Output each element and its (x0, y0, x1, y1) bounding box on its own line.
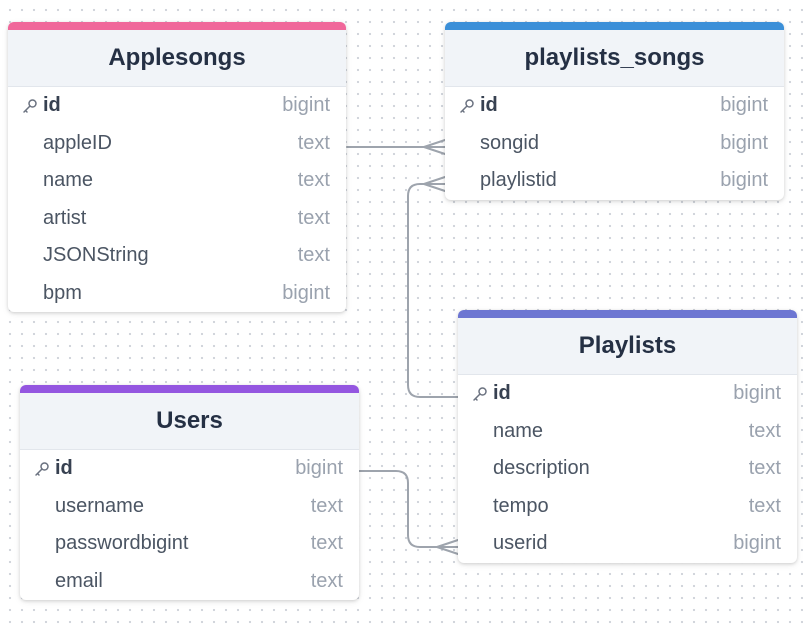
field-row-jsonstring[interactable]: JSONString text (8, 237, 346, 275)
field-type: text (748, 494, 781, 517)
field-name: id (55, 457, 73, 480)
field-type: bigint (720, 169, 768, 192)
field-type: text (297, 244, 330, 267)
field-name: songid (480, 131, 539, 154)
field-type: bigint (733, 382, 781, 405)
table-title[interactable]: Playlists (458, 318, 797, 375)
field-name: email (55, 569, 103, 592)
table-fields: id bigint songid bigint playlistid bigint (445, 87, 784, 200)
field-row-playlistid[interactable]: playlistid bigint (445, 162, 784, 200)
connector-playlists-to-playlists-songs[interactable] (407, 183, 459, 398)
table-color-bar (20, 385, 359, 393)
field-type: bigint (295, 457, 343, 480)
table-color-bar (458, 310, 797, 318)
table-color-bar (8, 22, 346, 30)
field-name: playlistid (480, 169, 557, 192)
table-playlists[interactable]: Playlists id bigint name text description tex… (458, 310, 797, 563)
field-row-id[interactable]: id bigint (20, 450, 359, 488)
field-type: bigint (720, 94, 768, 117)
field-type: text (297, 169, 330, 192)
key-icon (458, 386, 492, 402)
field-row-passwordbigint[interactable]: passwordbigint text (20, 525, 359, 563)
field-type: bigint (720, 131, 768, 154)
key-icon (445, 98, 479, 114)
field-row-artist[interactable]: artist text (8, 200, 346, 238)
field-type: text (310, 494, 343, 517)
table-title[interactable]: Applesongs (8, 30, 346, 87)
field-name: artist (43, 206, 87, 229)
field-name: userid (493, 532, 548, 555)
key-icon (20, 461, 54, 477)
field-row-email[interactable]: email text (20, 563, 359, 601)
table-fields: id bigint name text description text tempo text… (458, 375, 797, 563)
field-type: bigint (733, 532, 781, 555)
field-row-tempo[interactable]: tempo text (458, 488, 797, 526)
table-title[interactable]: Users (20, 393, 359, 450)
field-name: id (493, 382, 511, 405)
key-icon (8, 98, 42, 114)
field-row-username[interactable]: username text (20, 488, 359, 526)
field-type: bigint (282, 281, 330, 304)
table-title[interactable]: playlists_songs (445, 30, 784, 87)
field-name: name (493, 419, 544, 442)
crowfoot-songid-icon (423, 139, 446, 155)
table-color-bar (445, 22, 784, 30)
field-name: tempo (493, 494, 549, 517)
field-type: text (748, 419, 781, 442)
field-name: JSONString (43, 244, 149, 267)
field-row-userid[interactable]: userid bigint (458, 525, 797, 563)
field-type: bigint (282, 94, 330, 117)
crowfoot-playlistid-icon (423, 176, 446, 192)
field-name: description (493, 457, 590, 480)
field-row-id[interactable]: id bigint (8, 87, 346, 125)
field-name: bpm (43, 281, 82, 304)
field-name: appleID (43, 131, 112, 154)
connector-users-to-playlists[interactable] (358, 470, 459, 548)
field-type: text (748, 457, 781, 480)
field-name: id (480, 94, 498, 117)
field-row-id[interactable]: id bigint (458, 375, 797, 413)
field-row-appleid[interactable]: appleID text (8, 125, 346, 163)
field-row-name[interactable]: name text (8, 162, 346, 200)
field-row-id[interactable]: id bigint (445, 87, 784, 125)
field-type: text (310, 532, 343, 555)
field-row-bpm[interactable]: bpm bigint (8, 275, 346, 313)
field-type: text (297, 131, 330, 154)
crowfoot-userid-icon (436, 539, 459, 555)
field-name: id (43, 94, 61, 117)
field-name: name (43, 169, 94, 192)
field-row-description[interactable]: description text (458, 450, 797, 488)
field-type: text (310, 569, 343, 592)
field-name: passwordbigint (55, 532, 189, 555)
field-row-songid[interactable]: songid bigint (445, 125, 784, 163)
field-row-name[interactable]: name text (458, 413, 797, 451)
field-name: username (55, 494, 144, 517)
field-type: text (297, 206, 330, 229)
